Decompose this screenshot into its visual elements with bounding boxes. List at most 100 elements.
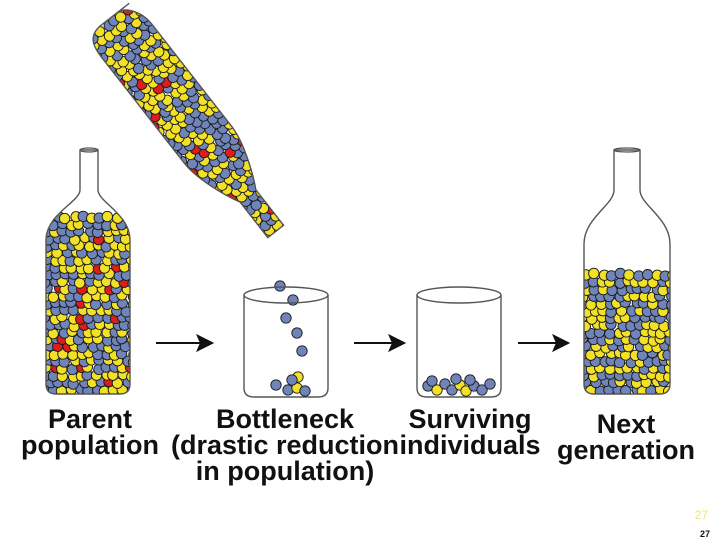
population-ball (74, 277, 86, 289)
population-ball (265, 186, 278, 198)
surviving-individuals-label: Surviving individuals (398, 404, 542, 460)
population-ball (285, 206, 297, 218)
population-ball (289, 202, 300, 214)
population-ball (200, 190, 212, 202)
tilted-pouring-bottle (85, 0, 300, 250)
population-ball (127, 319, 130, 332)
population-ball (642, 269, 654, 281)
population-ball (129, 376, 130, 389)
population-ball (293, 208, 300, 220)
population-ball (667, 269, 670, 281)
bottleneck-label-line-1: Bottleneck (215, 404, 355, 434)
population-ball (662, 349, 670, 361)
population-ball (128, 348, 130, 361)
population-ball (231, 231, 243, 243)
population-ball (221, 201, 234, 213)
slide-number: 27 (699, 529, 710, 539)
population-ball (254, 158, 267, 170)
population-ball (127, 356, 130, 369)
population-ball (258, 165, 270, 177)
parent-population-label: Parent population (20, 404, 160, 460)
bottleneck-label: Bottleneck (drastic reduction in populat… (170, 404, 400, 486)
population-ball (244, 231, 256, 243)
population-ball (281, 192, 293, 204)
falling-ball (280, 312, 292, 324)
population-ball (231, 211, 243, 224)
population-ball (82, 263, 95, 275)
arrow-3 (518, 333, 571, 353)
next-label-line-1: Next (596, 409, 656, 439)
population-ball (252, 232, 264, 245)
population-ball (623, 269, 635, 281)
arrow-2 (354, 333, 407, 353)
population-ball (668, 304, 670, 316)
population-ball (270, 180, 283, 192)
population-ball (129, 304, 130, 317)
falling-balls (274, 280, 308, 383)
population-ball (127, 383, 130, 394)
bottleneck-label-line-2: (drastic reduction (170, 430, 400, 460)
surviving-individuals-balls (422, 373, 496, 397)
population-ball (665, 311, 670, 323)
population-ball (127, 277, 130, 290)
population-ball (127, 328, 130, 340)
surviving-ball (446, 384, 458, 396)
population-ball (221, 212, 233, 225)
population-ball (132, 248, 142, 258)
parent-label-line-2: population (21, 430, 159, 460)
population-ball (253, 242, 265, 250)
population-ball (127, 291, 130, 303)
population-ball (216, 207, 229, 219)
population-ball (132, 285, 142, 295)
parent-label-line-1: Parent (47, 404, 133, 434)
population-ball (662, 385, 670, 394)
next-bottle-outline (583, 149, 671, 395)
population-ball (229, 223, 241, 235)
falling-ball (296, 345, 308, 357)
population-ball (128, 339, 130, 352)
population-ball (588, 267, 600, 280)
population-ball (241, 224, 253, 236)
population-ball (272, 190, 284, 203)
parent-population-balls (46, 210, 142, 394)
population-ball (667, 319, 670, 332)
surviving-label-line-2: individuals (399, 430, 541, 460)
population-ball (127, 298, 130, 310)
population-ball (126, 371, 130, 383)
population-ball (283, 198, 295, 210)
bottleneck-ball (270, 379, 282, 391)
arrow-1 (156, 333, 215, 353)
next-generation-balls (584, 267, 670, 394)
surviving-ball (426, 375, 438, 387)
population-ball (47, 291, 59, 303)
population-ball (669, 377, 670, 390)
surviving-ball (476, 384, 488, 396)
bottleneck-bottom-balls (270, 374, 311, 397)
population-ball (127, 226, 130, 238)
population-ball (215, 196, 227, 208)
bottleneck-label-line-3: in population) (195, 456, 375, 486)
bottleneck-ball (286, 374, 298, 386)
bottleneck-beaker (243, 286, 329, 398)
next-generation-bottle (583, 147, 671, 395)
surviving-label-line-1: Surviving (408, 404, 532, 434)
population-ball (131, 213, 141, 223)
population-ball (238, 235, 250, 247)
population-ball (279, 185, 291, 197)
surviving-ball (431, 384, 443, 396)
population-ball (270, 174, 282, 186)
population-ball (260, 170, 272, 182)
bottleneck-ball (299, 385, 311, 397)
population-ball (278, 204, 291, 217)
next-label-line-2: generation (556, 435, 696, 465)
parent-bottle-outline (45, 149, 131, 395)
population-ball (667, 342, 670, 354)
population-ball (262, 178, 274, 190)
population-ball (128, 260, 130, 273)
population-ball (242, 241, 255, 250)
parent-population-bottle (45, 147, 142, 395)
tilted-bottle-outline (92, 2, 285, 239)
population-ball (207, 195, 219, 208)
population-ball (211, 201, 223, 213)
